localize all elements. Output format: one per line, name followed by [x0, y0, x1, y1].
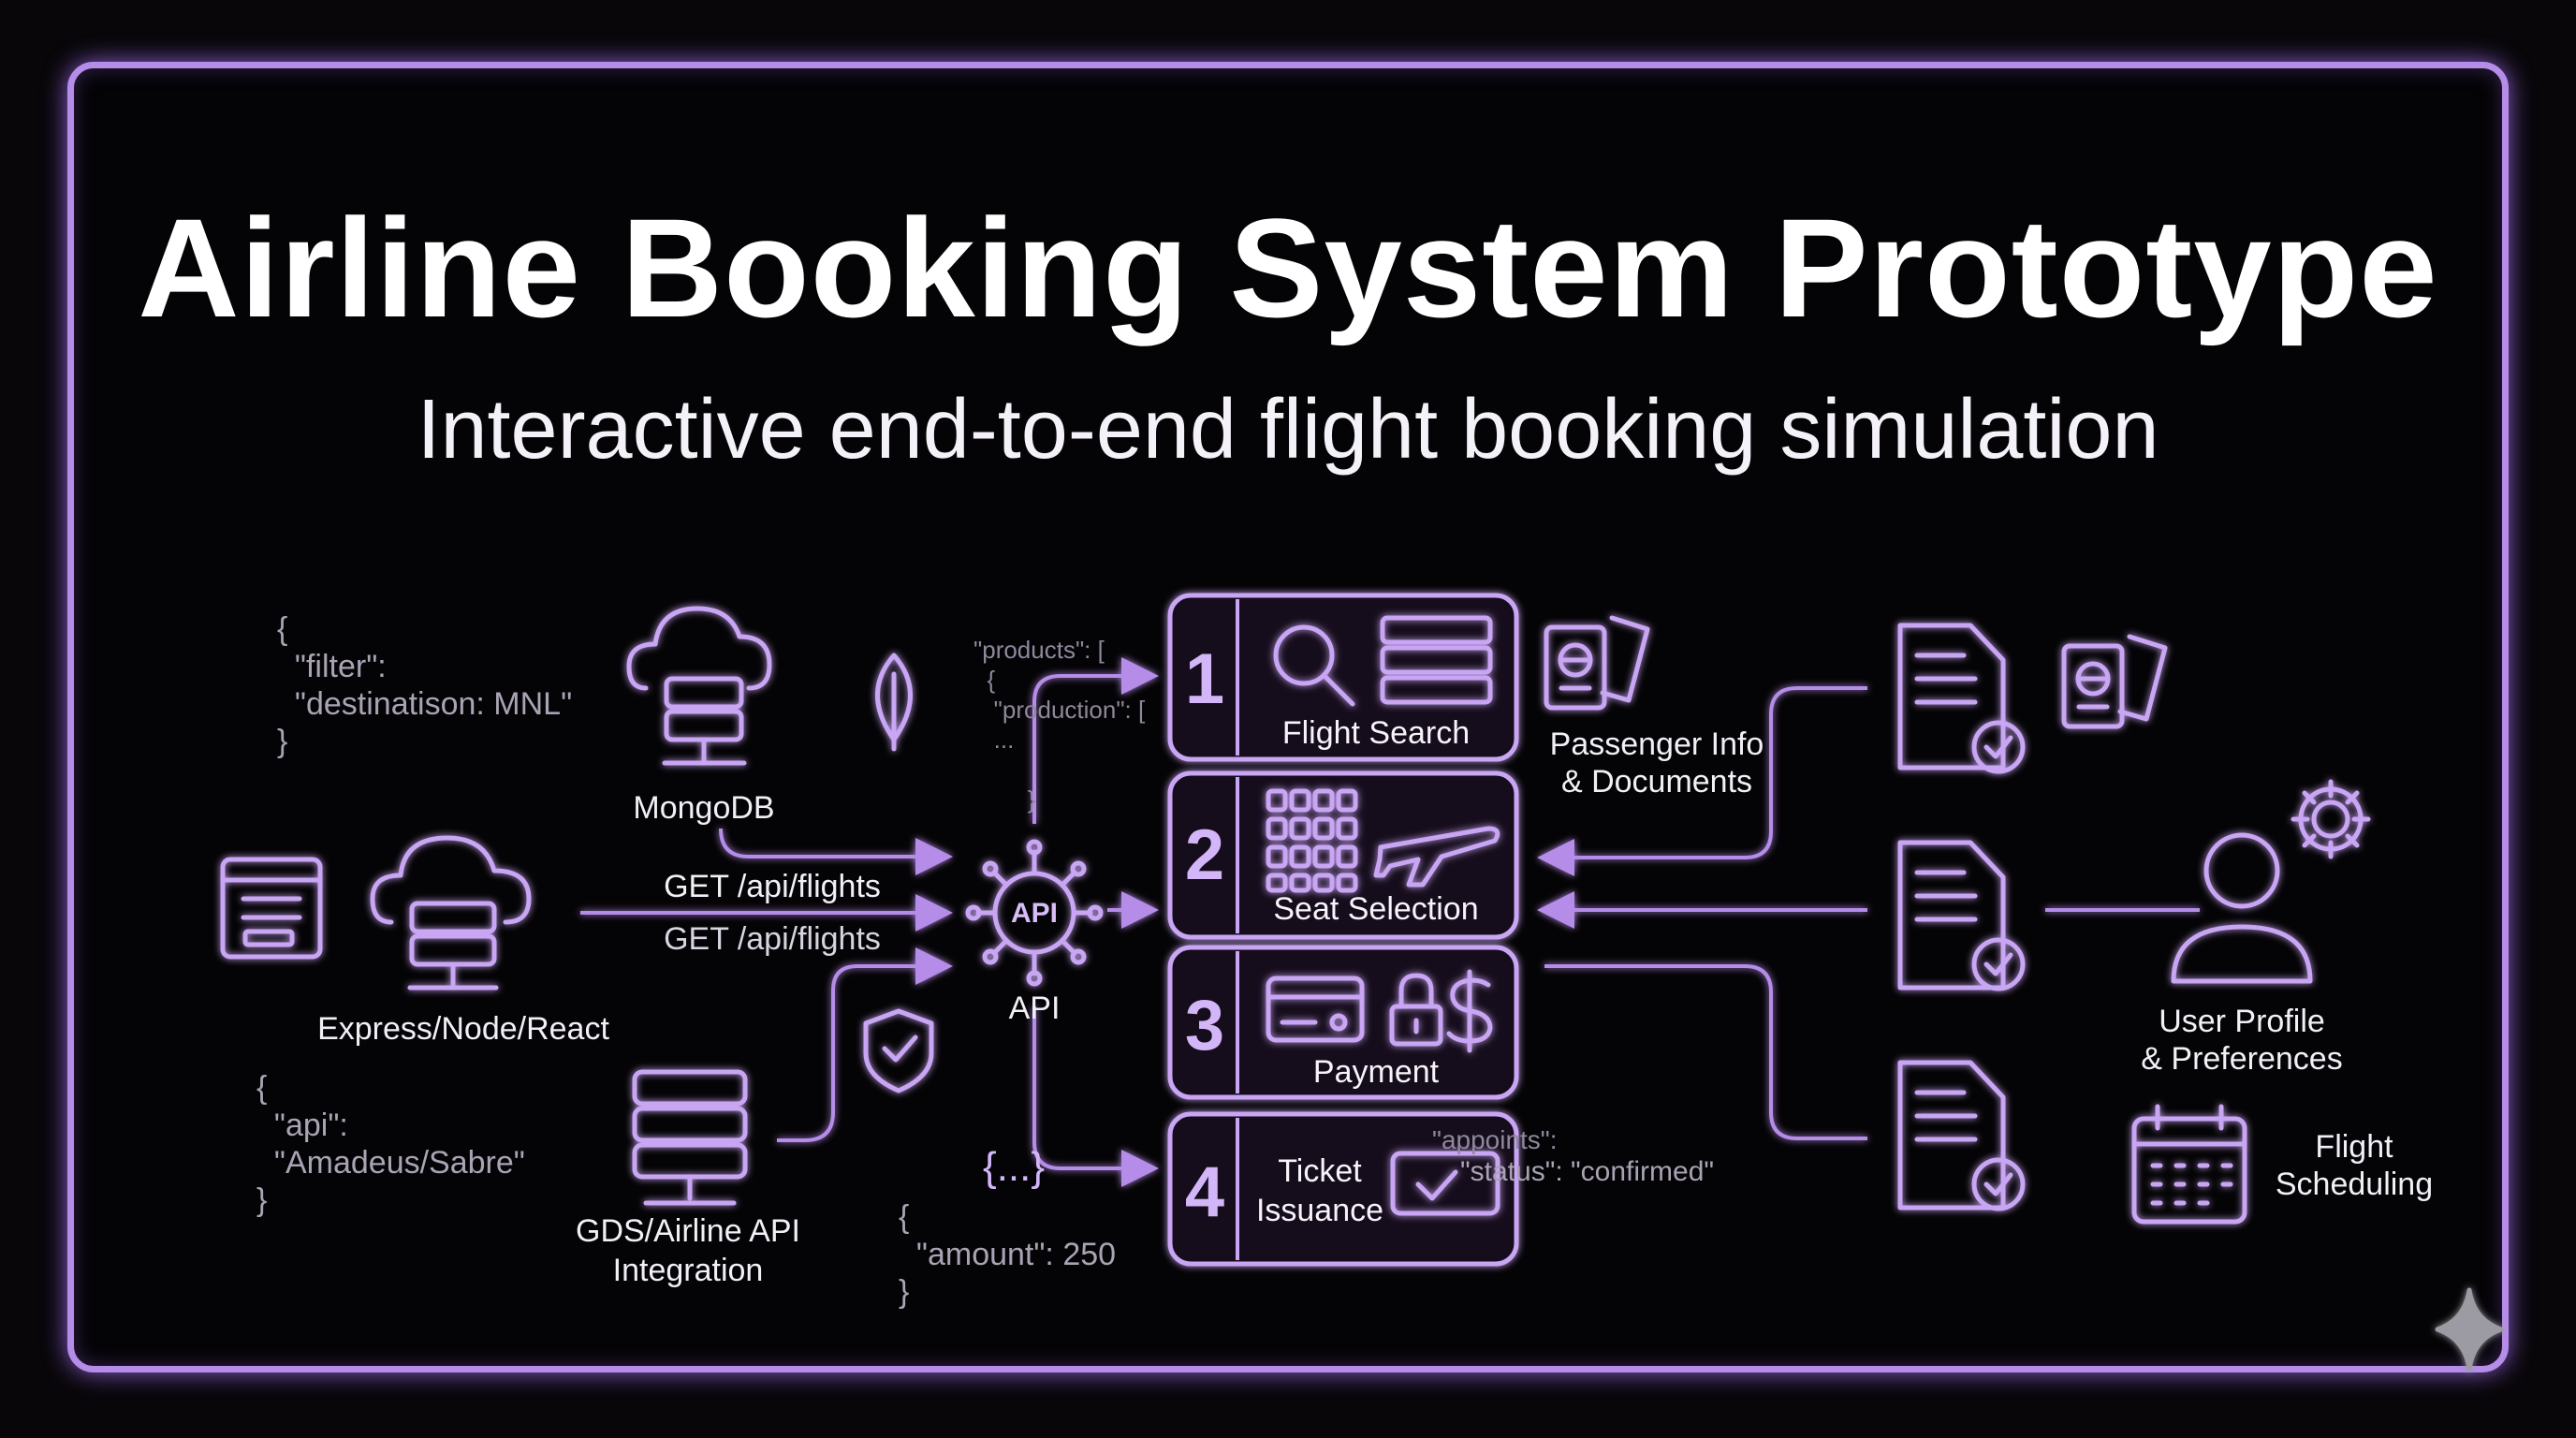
- step4-number: 4: [1184, 1152, 1225, 1232]
- step3-label[interactable]: Payment: [1312, 1054, 1440, 1090]
- seat-grid-icon: [1266, 788, 1358, 893]
- airplane-icon: [1373, 826, 1500, 888]
- passport-ticket-icon-right: [2061, 634, 2168, 729]
- step2-label[interactable]: Seat Selection: [1273, 891, 1479, 927]
- dollar-icon: [1446, 969, 1493, 1053]
- search-form-icon: [1380, 615, 1493, 705]
- express-cloud-server-icon: [370, 835, 532, 990]
- code-braces-icon: {...}: [983, 1144, 1046, 1190]
- step4-label-line2[interactable]: Issuance: [1255, 1193, 1384, 1228]
- gds-label-line2: Integration: [612, 1253, 764, 1288]
- step1-number: 1: [1184, 639, 1225, 719]
- connector-gds-api: [777, 947, 953, 1142]
- page-title: Airline Booking System Prototype: [138, 189, 2438, 346]
- document-check-icon-1: [1897, 623, 2026, 774]
- profile-label-line2: & Preferences: [2141, 1041, 2343, 1077]
- code-status-confirmed: "status": "confirmed": [1460, 1156, 1715, 1187]
- connector-api-step4: [1032, 1006, 1159, 1187]
- api-hub-icon: [965, 839, 1104, 987]
- connector-mongodb-api: [719, 828, 953, 875]
- page-subtitle: Interactive end-to-end flight booking si…: [417, 383, 2159, 477]
- step2-box: [1167, 770, 1519, 940]
- passport-ticket-icon: [1544, 615, 1650, 711]
- passenger-label-line1: Passenger Info: [1549, 726, 1764, 762]
- api-badge-text: API: [1010, 898, 1058, 929]
- scheduling-label-line2: Scheduling: [2275, 1167, 2434, 1202]
- sparkle-icon: [2435, 1287, 2504, 1372]
- credit-card-icon: [1266, 976, 1365, 1043]
- step2-number: 2: [1184, 815, 1225, 895]
- code-amount-snippet: { "amount": 250 }: [899, 1199, 1117, 1310]
- get-flights-label-2: GET /api/flights: [664, 921, 881, 957]
- shield-check-icon: [863, 1008, 934, 1093]
- magnifier-icon: [1273, 624, 1355, 707]
- scheduling-label-line1: Flight: [2315, 1129, 2393, 1165]
- step3-number: 3: [1184, 986, 1225, 1065]
- code-filter-snippet: { "filter": "destinatison: MNL" }: [277, 611, 573, 759]
- server-stack-icon: [632, 1069, 748, 1206]
- connector-docs-step2: [1537, 686, 1867, 876]
- profile-label-line1: User Profile: [2159, 1004, 2325, 1039]
- express-label: Express/Node/React: [317, 1011, 609, 1047]
- code-api-snippet: { "api": "Amadeus/Sabre" }: [256, 1070, 525, 1218]
- connector-step3-doc3: [1544, 964, 1867, 1140]
- mongodb-label: MongoDB: [633, 790, 775, 826]
- code-products-snippet: "products": [ { "production": [ ... }: [973, 636, 1146, 814]
- padlock-icon: [1389, 973, 1443, 1047]
- code-appoints: "appoints":: [1432, 1125, 1558, 1154]
- mongodb-cloud-server-icon: [626, 606, 772, 766]
- step1-box: [1167, 593, 1519, 762]
- ticket-check-icon: [1390, 1151, 1500, 1216]
- gds-label-line1: GDS/Airline API: [576, 1213, 800, 1249]
- gear-icon: [2291, 779, 2371, 859]
- document-check-icon-2: [1897, 840, 2026, 991]
- api-label: API: [1008, 990, 1061, 1026]
- leaf-icon: [875, 653, 913, 752]
- step4-label-line1[interactable]: Ticket: [1278, 1153, 1362, 1189]
- calendar-icon: [2131, 1104, 2247, 1225]
- passenger-label-line2: & Documents: [1560, 764, 1753, 800]
- connector-api-step1: [1032, 657, 1159, 824]
- user-profile-icon: [2171, 832, 2313, 984]
- browser-window-icon: [220, 857, 323, 960]
- get-flights-label-1: GET /api/flights: [664, 869, 881, 904]
- document-check-icon-3: [1897, 1060, 2026, 1211]
- step1-label[interactable]: Flight Search: [1281, 715, 1471, 751]
